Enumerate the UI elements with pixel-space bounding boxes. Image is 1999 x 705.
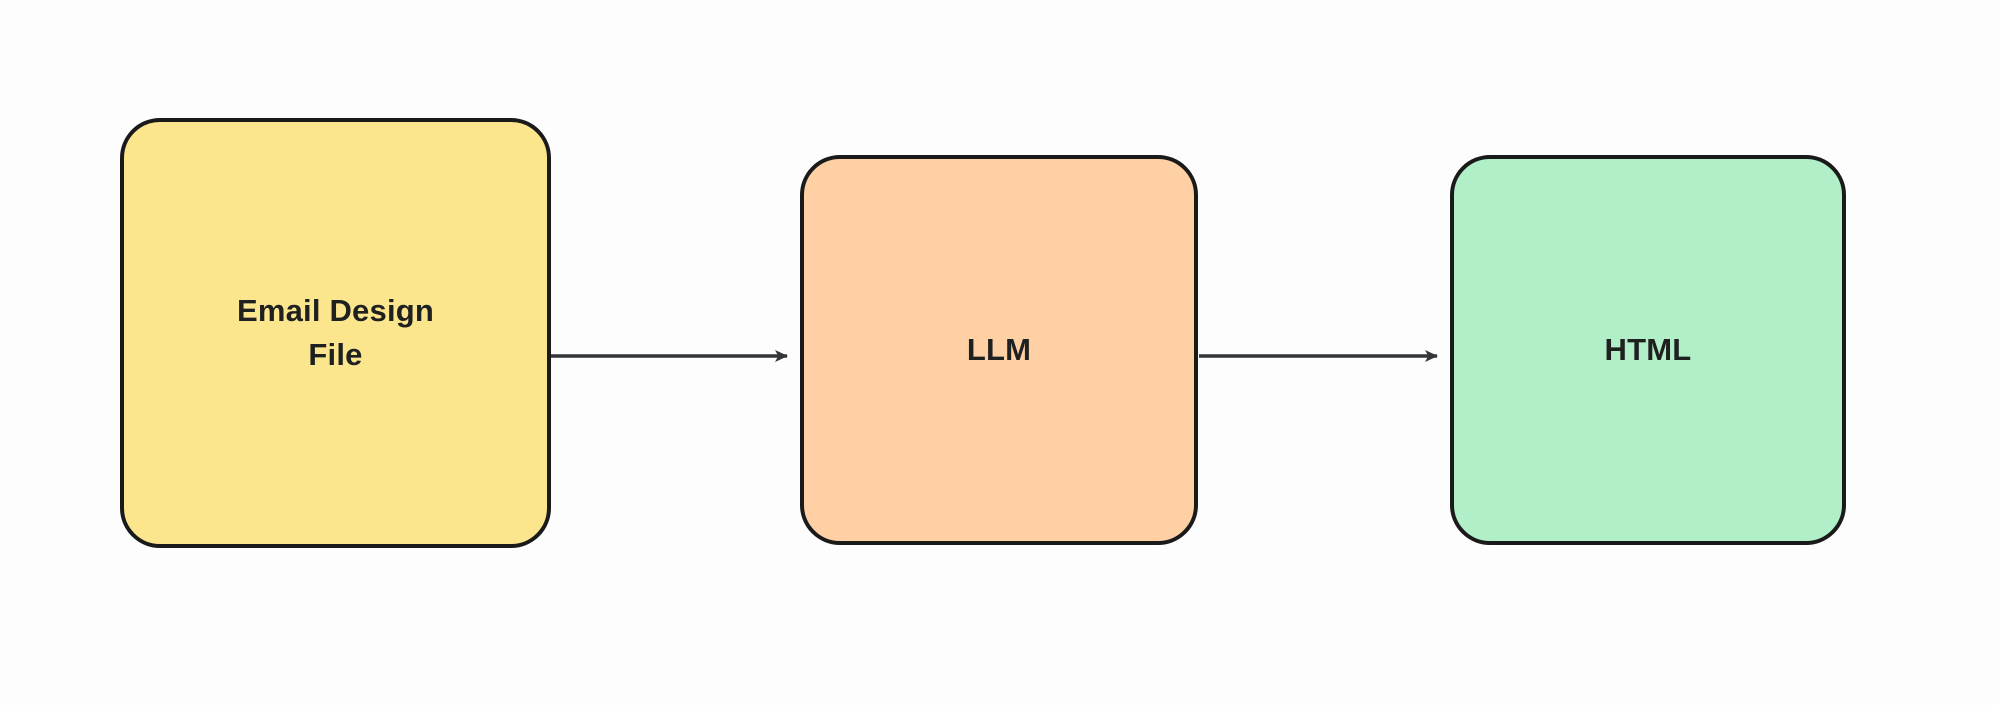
node-email-design-file-label: Email Design File <box>236 292 435 372</box>
node-html-label: HTML <box>1604 331 1692 367</box>
node-html[interactable]: HTML <box>1450 155 1846 545</box>
node-email-design-file[interactable]: Email Design File <box>120 118 551 548</box>
node-llm[interactable]: LLM <box>800 155 1198 545</box>
node-llm-label: LLM <box>966 331 1032 367</box>
